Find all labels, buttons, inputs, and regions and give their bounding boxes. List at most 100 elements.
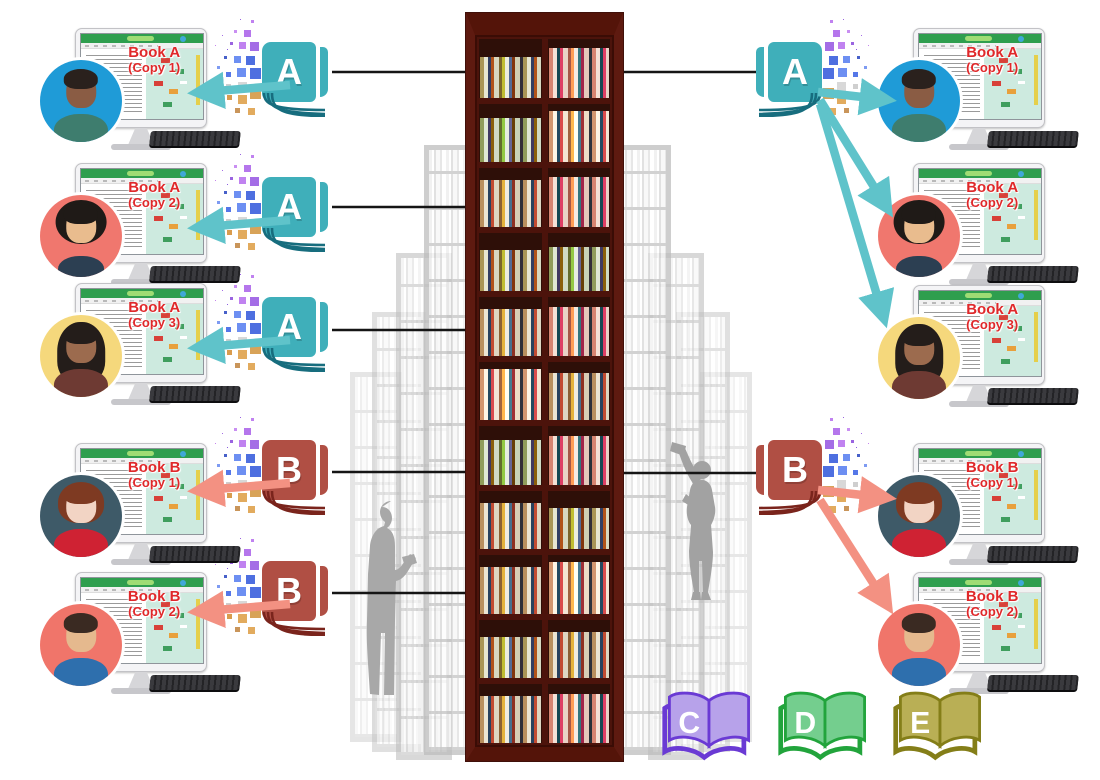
shelf-cell xyxy=(479,619,542,679)
shelf-cell xyxy=(479,39,542,98)
book-title: Book A xyxy=(128,179,181,196)
avatar-hair xyxy=(901,69,937,89)
shelf-cell xyxy=(547,490,610,550)
book-page-curl xyxy=(262,93,326,117)
copy-number: (Copy 1) xyxy=(966,474,1019,490)
browser-toolbar xyxy=(919,587,1041,593)
book-copy-label: Book A (Copy 3) xyxy=(948,302,1036,331)
keyboard xyxy=(149,386,241,401)
book-copy-label: Book B (Copy 2) xyxy=(948,589,1036,618)
shelf-cell xyxy=(479,426,542,485)
book-letter: A xyxy=(276,186,302,227)
keyboard xyxy=(987,131,1079,146)
avatar-torso xyxy=(53,658,109,686)
monitor-stand xyxy=(128,672,154,689)
digital-pixels-decoration xyxy=(250,486,261,497)
avatar-hair xyxy=(63,484,99,504)
avatar-torso xyxy=(891,658,947,686)
shelf-cell xyxy=(547,361,610,421)
copy-number: (Copy 3) xyxy=(128,314,181,330)
browser-bar xyxy=(81,34,203,43)
ebook-infographic xyxy=(983,184,1041,254)
book-e-icon: E xyxy=(893,691,981,761)
copy-number: (Copy 1) xyxy=(128,474,181,490)
user-avatar xyxy=(40,475,122,557)
book-spines xyxy=(548,246,609,292)
avatar-torso xyxy=(891,371,947,399)
avatar-hair xyxy=(901,484,937,504)
avatar-torso xyxy=(58,255,104,277)
book-page-curl xyxy=(758,93,822,117)
book-d-icon: D xyxy=(778,691,866,761)
shelf-cell xyxy=(547,232,610,292)
monitor-stand xyxy=(966,385,992,402)
browser-bar xyxy=(81,289,203,298)
workstation: Book A (Copy 3) xyxy=(878,285,1088,430)
copy-number: (Copy 3) xyxy=(966,316,1019,332)
book-spines xyxy=(480,250,541,292)
workstation: Book A (Copy 1) xyxy=(878,28,1088,173)
copy-number: (Copy 2) xyxy=(128,194,181,210)
monitor-base xyxy=(949,559,1009,565)
book-letter: E xyxy=(910,707,930,740)
book-spines xyxy=(548,306,609,356)
book-cover: A xyxy=(768,42,822,102)
book-letter: D xyxy=(794,707,816,740)
workstation: Book A (Copy 2) xyxy=(878,163,1088,308)
keyboard xyxy=(149,546,241,561)
avatar-hair xyxy=(63,613,99,633)
copy-number: (Copy 2) xyxy=(966,194,1019,210)
user-avatar xyxy=(878,317,960,399)
book-copy-label: Book B (Copy 1) xyxy=(110,460,198,489)
avatar-torso xyxy=(891,114,947,142)
browser-toolbar xyxy=(81,458,203,464)
book-spines xyxy=(480,117,541,163)
avatar-hair xyxy=(901,326,937,346)
shelf-cell xyxy=(547,619,610,679)
avatar-torso xyxy=(53,529,109,557)
book-letter: B xyxy=(276,449,302,490)
keyboard xyxy=(149,675,241,690)
browser-toolbar xyxy=(919,178,1041,184)
silhouette-reader-reaching xyxy=(670,442,716,600)
browser-bar xyxy=(81,578,203,587)
shelf-cell xyxy=(479,684,542,743)
book-title: Book A xyxy=(966,179,1019,196)
avatar-torso xyxy=(53,369,109,397)
book-copy-label: Book B (Copy 1) xyxy=(948,460,1036,489)
monitor-base xyxy=(111,144,171,150)
book-spines xyxy=(480,368,541,421)
ebook-infographic xyxy=(983,49,1041,119)
book-spines xyxy=(480,637,541,679)
digital-pixels-decoration xyxy=(823,486,834,497)
book-letter: A xyxy=(276,51,302,92)
monitor-base xyxy=(111,559,171,565)
book-letter: A xyxy=(276,306,302,347)
book-spines xyxy=(548,562,609,614)
book-page-curl xyxy=(262,228,326,252)
book-pages-edge xyxy=(317,445,328,495)
monitor-stand xyxy=(128,383,154,400)
user-avatar xyxy=(40,195,122,277)
book-letter: B xyxy=(782,449,808,490)
ebook-infographic xyxy=(983,593,1041,663)
book-cover: B xyxy=(768,440,822,500)
user-avatar xyxy=(878,475,960,557)
monitor-stand xyxy=(128,543,154,560)
book-letter: B xyxy=(276,570,302,611)
book-pages-edge xyxy=(317,302,328,352)
copy-number: (Copy 2) xyxy=(128,603,181,619)
copy-number: (Copy 2) xyxy=(966,603,1019,619)
book-title: Book B xyxy=(965,459,1019,476)
book-page-curl xyxy=(262,612,326,636)
browser-toolbar xyxy=(919,300,1041,306)
monitor-screen: Book B (Copy 1) xyxy=(918,448,1042,535)
book-page-curl xyxy=(262,348,326,372)
book-title: Book A xyxy=(966,301,1019,318)
book-letter: A xyxy=(782,51,808,92)
book-title: Book A xyxy=(966,44,1019,61)
book-copy-label: Book A (Copy 1) xyxy=(948,45,1036,74)
book-spines xyxy=(480,502,541,550)
book-spines xyxy=(548,48,609,98)
